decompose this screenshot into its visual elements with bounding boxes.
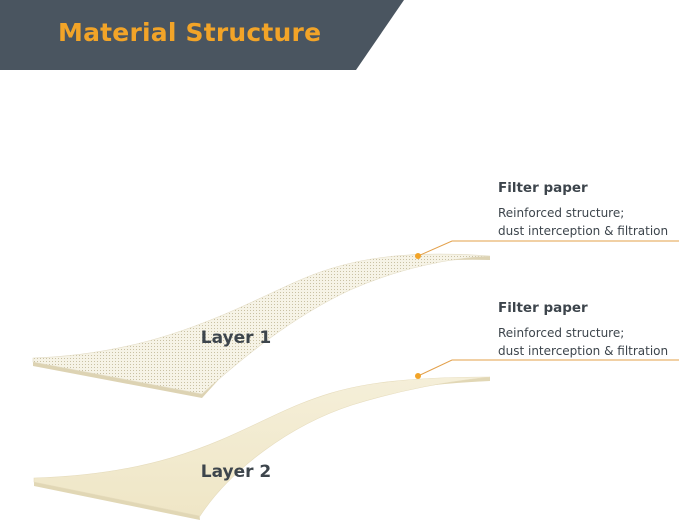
callout-1-line-1: Reinforced structure;	[498, 206, 625, 220]
layer-2-sheet: Layer 2	[33, 376, 491, 520]
callout-layer-2: Filter paper Reinforced structure; dust …	[498, 300, 668, 360]
page-title: Material Structure	[58, 18, 322, 47]
title-banner	[0, 0, 404, 70]
title-banner-shape	[0, 0, 404, 70]
callout-1-line-2: dust interception & filtration	[498, 224, 669, 238]
callout-1-leader	[415, 240, 679, 259]
callout-1-title: Filter paper	[498, 180, 588, 196]
callout-2-line-2: dust interception & filtration	[498, 344, 669, 358]
callout-2-line-1: Reinforced structure;	[498, 326, 625, 340]
callout-1-dot	[415, 253, 421, 259]
callout-2-dot	[415, 373, 421, 379]
layer-1-sheet: Layer 1	[32, 253, 491, 398]
callout-2-leader	[415, 359, 679, 379]
callout-2-title: Filter paper	[498, 300, 588, 316]
layer-2-label: Layer 2	[201, 462, 272, 482]
layer-1-label: Layer 1	[201, 328, 272, 348]
callout-layer-1: Filter paper Reinforced structure; dust …	[498, 180, 668, 240]
